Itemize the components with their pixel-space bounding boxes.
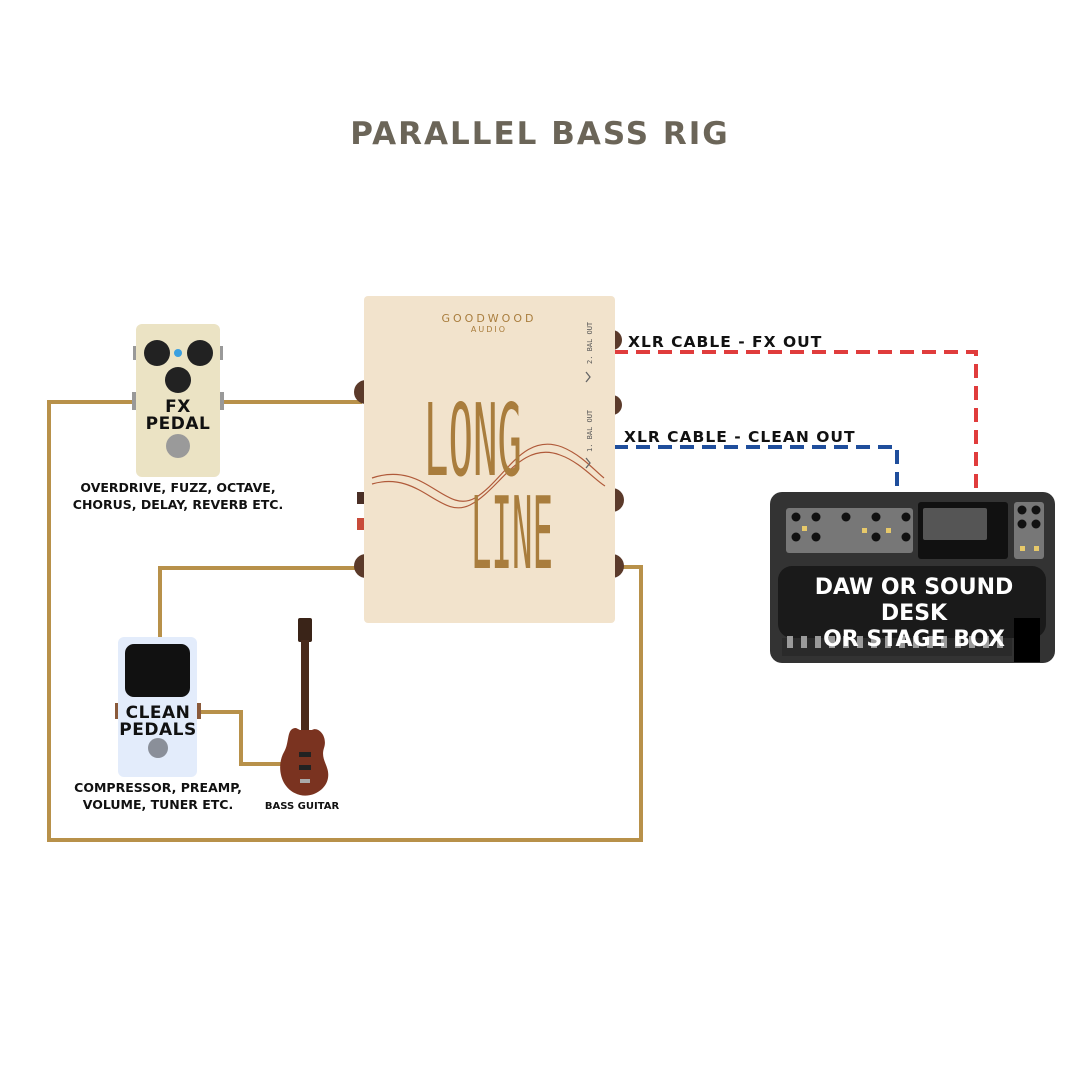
xlr-cable-fx-out [614,350,978,494]
longline-brand: GOODWOOD [442,312,537,325]
longline-jack-label-2: 2. BAL OUT [586,321,594,364]
desk-fader [843,636,849,648]
desk-fader [927,636,933,648]
xlr-fx-out-label: XLR CABLE - FX OUT [628,333,823,351]
desk-knob [901,512,911,522]
desk-fader [857,636,863,648]
clean-pedal-caption-line1: COMPRESSOR, PREAMP, [74,780,242,795]
chevron-right-icon [585,457,591,469]
desk-label: DAW OR SOUND DESK OR STAGE BOX [778,575,1050,653]
cable-bass-to-clean [196,710,282,766]
desk-knob [811,512,821,522]
desk-fader [815,636,821,648]
xlr-clean-out-label: XLR CABLE - CLEAN OUT [624,428,856,446]
desk-fader [983,636,989,648]
bass-body [280,728,329,796]
longline-switch-red [357,518,367,530]
desk-knob [791,512,801,522]
xlr-cable-clean-out [614,445,899,494]
desk-fader-bank [778,566,1046,638]
longline-jack-label-1: 1. BAL OUT [586,409,594,452]
desk-fader [913,636,919,648]
desk-knobs [791,505,1041,551]
desk-button [802,526,807,531]
clean-pedal-label-line2: PEDALS [119,720,197,740]
fx-pedal-label-line2: PEDAL [145,414,211,434]
desk-knob [901,532,911,542]
instrument-cables [47,400,643,842]
desk-button [1020,546,1025,551]
longline-wave-lines [371,443,606,509]
footswitch-icon [166,434,190,458]
desk-fader [829,636,835,648]
desk-knob [841,512,851,522]
desk-fader [787,636,793,648]
desk-screen [923,508,987,540]
page-title: PARALLEL BASS RIG [350,116,730,152]
desk-side-section [1014,502,1044,559]
desk-fader-strip [782,638,1012,656]
tuner-screen [125,644,190,697]
clean-pedal-label-line1: CLEAN [125,703,191,723]
clean-pedal-caption: COMPRESSOR, PREAMP, VOLUME, TUNER ETC. [58,779,258,813]
desk-knob [1017,505,1027,515]
desk-knob [811,532,821,542]
desk-fader [801,636,807,648]
desk-fader [955,636,961,648]
longline-body [364,296,615,623]
fx-pedal-caption-line1: OVERDRIVE, FUZZ, OCTAVE, [80,480,276,495]
clean-pedal [115,637,201,777]
desk-knob [871,512,881,522]
desk-button [862,528,867,533]
bass-neck [301,640,309,732]
clean-pedal-label: CLEAN PEDALS [112,705,204,739]
fx-pedal-label: FX PEDAL [136,399,220,433]
bass-guitar-caption: BASS GUITAR [264,801,340,812]
desk-knob [1031,519,1041,529]
chevron-right-icon [585,371,591,383]
fx-pedal-label-line1: FX [165,397,191,417]
desk-knob [871,532,881,542]
longline-di-box [354,296,624,623]
fx-pedal [132,324,224,477]
desk-button [1034,546,1039,551]
desk-button [886,528,891,533]
bass-pickup [299,752,311,757]
desk-fader [885,636,891,648]
knob-icon [165,367,191,393]
desk-fader [871,636,877,648]
longline-name-line1: LONG [424,382,522,499]
bass-bridge [300,779,310,783]
desk-fader [941,636,947,648]
longline-brand-sub: AUDIO [471,325,507,334]
fx-pedal-caption-line2: CHORUS, DELAY, REVERB ETC. [72,497,284,512]
longline-name-line2: LINE [471,475,553,592]
desk-knob [791,532,801,542]
clean-pedal-caption-line2: VOLUME, TUNER ETC. [82,797,234,812]
bass-pickup [299,765,311,770]
desk-label-line2: OR STAGE BOX [823,627,1005,652]
knob-icon [187,340,213,366]
fx-pedal-caption: OVERDRIVE, FUZZ, OCTAVE, CHORUS, DELAY, … [58,479,298,513]
desk-fader [997,636,1003,648]
cable-return-loop [47,400,643,842]
knob-icon [144,340,170,366]
desk-fader [899,636,905,648]
desk-fader [969,636,975,648]
desk-knob [1017,519,1027,529]
desk-label-line1: DAW OR SOUND DESK [814,575,1014,626]
bass-guitar-illustration [280,618,329,796]
mixing-desk [770,492,1055,663]
cable-clean-to-longline [158,566,362,640]
bass-headstock [298,618,312,642]
footswitch-icon [148,738,168,758]
longline-switch-dark [357,492,367,504]
desk-faders [787,636,1003,648]
desk-master-fader [1014,618,1040,662]
led-icon [174,349,182,357]
desk-knob [1031,505,1041,515]
